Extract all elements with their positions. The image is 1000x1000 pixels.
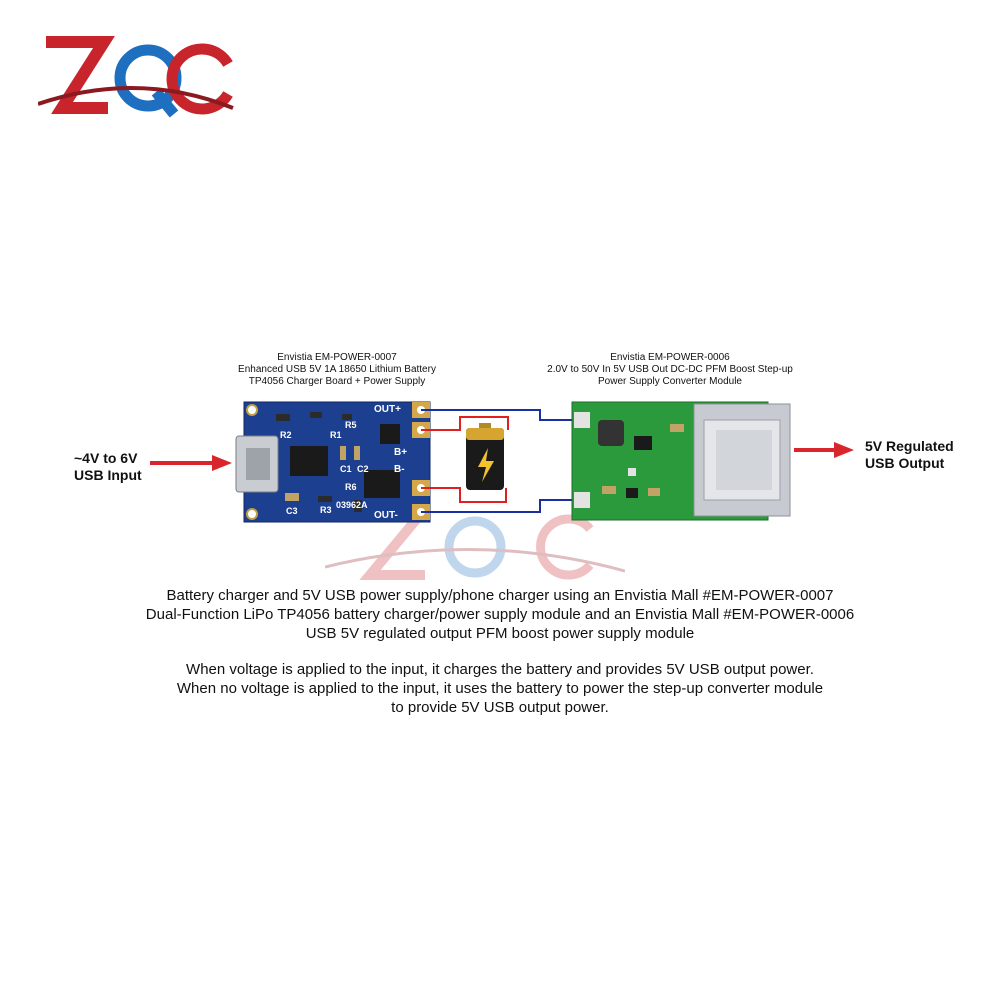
svg-text:C2: C2 [357,464,369,474]
module1-board: OUT+ OUT- B+ B- R2 R1 R3 R5 R6 C1 C2 C3 … [235,401,431,523]
description-paragraph-2: When voltage is applied to the input, it… [176,661,824,716]
svg-text:R1: R1 [330,430,342,440]
output-arrow [794,442,854,458]
svg-text:C3: C3 [286,506,298,516]
label-b-plus: B+ [394,447,407,458]
output-label: 5V Regulated USB Output [865,438,954,471]
module2-caption: Envistia EM-POWER-0006 2.0V to 50V In 5V… [547,352,793,387]
module1-caption: Envistia EM-POWER-0007 Enhanced USB 5V 1… [238,352,436,387]
battery-icon [466,423,504,490]
output-wires [421,409,578,513]
svg-text:C1: C1 [340,464,352,474]
svg-text:R3: R3 [320,505,332,515]
svg-text:R6: R6 [345,482,357,492]
svg-text:R5: R5 [345,420,357,430]
description-paragraph-1: Battery charger and 5V USB power supply/… [145,587,855,642]
input-label: ~4V to 6V USB Input [74,450,142,483]
svg-text:03962A: 03962A [336,500,368,510]
inductor [598,420,624,446]
label-out-plus: OUT+ [374,404,401,415]
module2-board [571,401,791,521]
tp4056-chip [290,446,328,476]
label-b-minus: B- [394,464,405,475]
label-out-minus: OUT- [374,510,398,521]
protection-chip [364,470,400,498]
svg-text:R2: R2 [280,430,292,440]
zqc-logo [38,36,234,118]
input-arrow [150,455,232,471]
wiring-diagram: OUT+ OUT- B+ B- R2 R1 R3 R5 R6 C1 C2 C3 … [150,401,854,523]
battery-wires [421,416,509,503]
